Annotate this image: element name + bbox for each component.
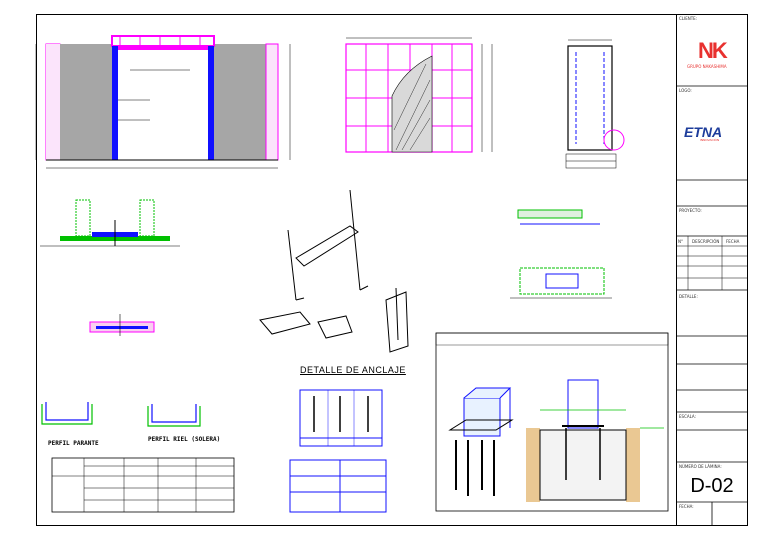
perfil-riel-label: PERFIL RIEL (SOLERA) [148,436,221,443]
sheet-number: D-02 [690,475,734,497]
revision-header-date: FECHA [726,239,740,244]
date-caption: FECHA: [679,504,694,509]
connection-section-detail [510,209,612,299]
profile-sections [41,402,201,427]
track-section-detail [89,314,155,336]
partition-elevation-detail [345,37,493,153]
column-section-detail [565,39,625,169]
isometric-stud-detail [259,189,409,353]
project-caption: PROYECTO: [679,208,702,213]
screws-legend [289,389,387,513]
scale-caption: ESCALA: [679,414,696,419]
wall-elevation-detail [35,35,291,169]
sheet-caption: NÚMERO DE LÁMINA: [679,464,722,469]
detail-caption: DETALLE: [679,294,698,299]
nakashima-logo: NK [698,38,728,63]
title-block-lines [676,85,748,526]
anclaje-title: DETALLE DE ANCLAJE [300,365,406,375]
revision-header-no: N° [678,239,683,244]
title-block [676,14,748,526]
base-section-detail [40,199,180,247]
etna-logo-sub: INNOVACIÓN [700,138,720,142]
column-base-foundation-detail [435,332,669,512]
steel-properties-table [51,457,235,513]
perfil-parante-label: PERFIL PARANTE [48,440,99,447]
nakashima-logo-text: GRUPO NAKASHIMA [687,64,727,69]
client-caption: CLIENTE: [679,16,698,21]
logo-caption: LOGO: [679,88,692,93]
drawing-frame [36,14,748,526]
revision-header-description: DESCRIPCIÓN [692,239,720,244]
etna-logo: ETNA [684,124,723,140]
